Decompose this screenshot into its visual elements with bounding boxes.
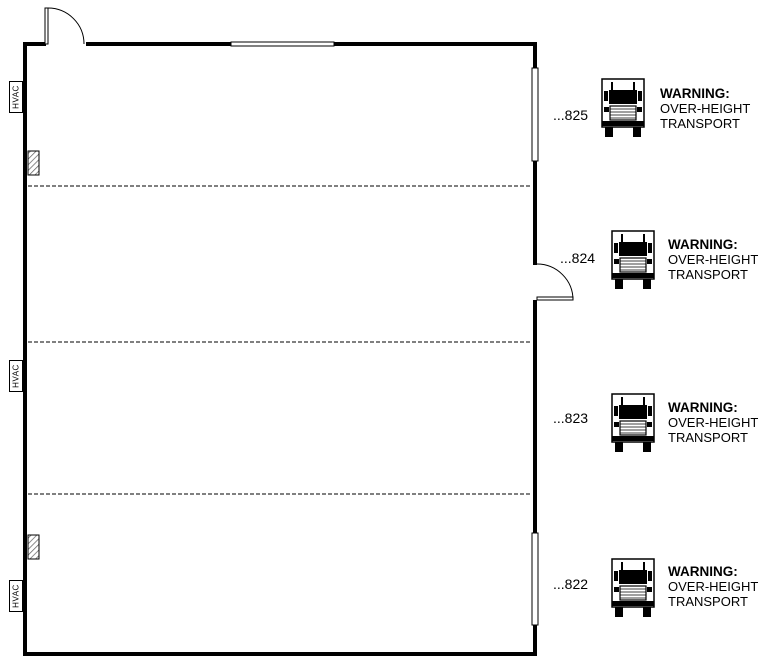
warning-line1: OVER-HEIGHT bbox=[660, 101, 751, 116]
warning-823: WARNING: OVER-HEIGHT TRANSPORT bbox=[668, 400, 758, 445]
warning-line2: TRANSPORT bbox=[668, 267, 748, 282]
building-walls bbox=[23, 42, 537, 656]
hatched-panel-1 bbox=[27, 150, 40, 176]
hvac-unit-1: HVAC bbox=[9, 81, 23, 113]
hatched-panel-2 bbox=[27, 534, 40, 560]
door-label-822: ...822 bbox=[553, 576, 589, 592]
warning-title: WARNING: bbox=[668, 400, 738, 415]
warning-line2: TRANSPORT bbox=[668, 594, 748, 609]
warning-line1: OVER-HEIGHT bbox=[668, 415, 759, 430]
warning-line1: OVER-HEIGHT bbox=[668, 579, 759, 594]
bay-dividers bbox=[28, 185, 532, 495]
hvac-label-2: HVAC bbox=[11, 364, 21, 388]
top-window bbox=[230, 41, 335, 47]
overhead-door-825[interactable] bbox=[531, 67, 539, 162]
door-label-825: ...825 bbox=[553, 107, 589, 123]
door-label-823: ...823 bbox=[553, 410, 589, 426]
warning-title: WARNING: bbox=[660, 86, 730, 101]
semi-truck-front-icon-823 bbox=[610, 393, 656, 453]
semi-truck-front-icon-822 bbox=[610, 558, 656, 618]
warning-title: WARNING: bbox=[668, 564, 738, 579]
hvac-label-3: HVAC bbox=[11, 584, 21, 608]
hvac-unit-3: HVAC bbox=[9, 580, 23, 612]
warning-line1: OVER-HEIGHT bbox=[668, 252, 759, 267]
warning-title: WARNING: bbox=[668, 237, 738, 252]
warning-822: WARNING: OVER-HEIGHT TRANSPORT bbox=[668, 564, 758, 609]
door-label-824: ...824 bbox=[560, 250, 596, 266]
warning-line2: TRANSPORT bbox=[668, 430, 748, 445]
semi-truck-front-icon-825 bbox=[600, 78, 646, 138]
entry-door-top[interactable] bbox=[44, 7, 85, 45]
overhead-door-822[interactable] bbox=[531, 532, 539, 626]
hvac-unit-2: HVAC bbox=[9, 360, 23, 392]
warning-825: WARNING: OVER-HEIGHT TRANSPORT bbox=[660, 86, 750, 131]
entry-door-824[interactable] bbox=[536, 263, 574, 301]
hvac-label-1: HVAC bbox=[11, 85, 21, 109]
warning-line2: TRANSPORT bbox=[660, 116, 740, 131]
semi-truck-front-icon-824 bbox=[610, 230, 656, 290]
warning-824: WARNING: OVER-HEIGHT TRANSPORT bbox=[668, 237, 758, 282]
